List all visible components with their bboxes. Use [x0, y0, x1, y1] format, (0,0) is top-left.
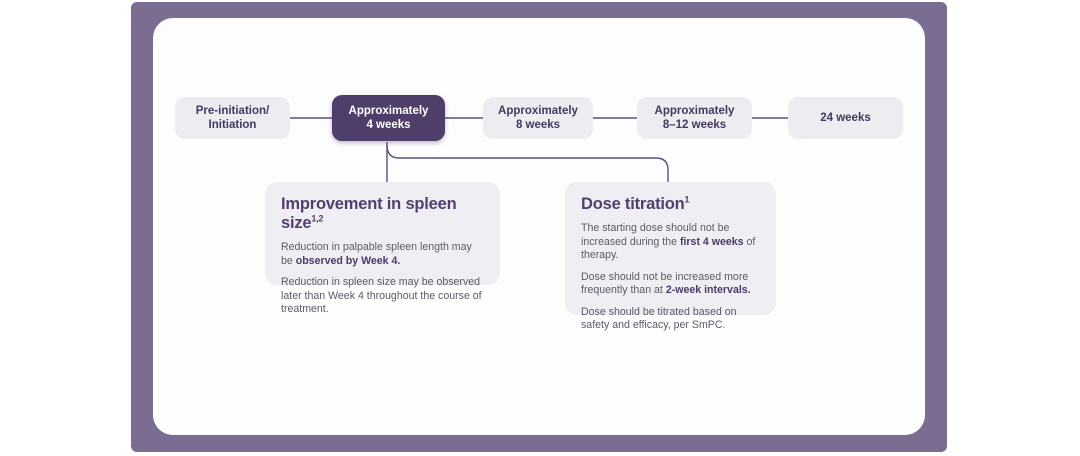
purple-frame: Pre-initiation/ Initiation Approximately… [131, 2, 947, 452]
dose-titration-paragraph-3: Dose should be titrated based on safety … [581, 305, 737, 332]
timeline-node-pre-initiation: Pre-initiation/ Initiation [175, 97, 290, 139]
dose-titration-paragraph-1: The starting dose should not be increase… [581, 222, 756, 261]
dose-titration-paragraph-2: Dose should not be increased more freque… [581, 270, 751, 297]
node-label-line: 8 weeks [515, 119, 561, 131]
title-superscript: 1,2 [311, 213, 324, 224]
node-label-line: Pre-initiation/ [195, 105, 270, 117]
node-label-line: Initiation [208, 119, 257, 131]
node-label-line: 24 weeks [820, 112, 871, 124]
node-label-line: Approximately [654, 105, 735, 117]
timeline-node-24-weeks: 24 weeks [788, 97, 903, 139]
title-superscript: 1 [684, 194, 690, 205]
node-label-line: Approximately [348, 105, 429, 117]
spleen-size-card: Improvement in spleen size1,2 Reduction … [265, 182, 500, 315]
dose-titration-card: Dose titration1 The starting dose should… [565, 182, 776, 331]
branch-elbow-line [386, 144, 669, 182]
node-label-line: 4 weeks [366, 119, 411, 131]
content-card: Pre-initiation/ Initiation Approximately… [153, 18, 925, 435]
timeline-node-approx-4-weeks: Approximately 4 weeks [332, 95, 445, 141]
node-label-line: 8–12 weeks [662, 119, 727, 131]
node-label-line: Approximately [498, 105, 578, 117]
timeline-node-approx-8-weeks: Approximately 8 weeks [483, 97, 593, 139]
spleen-size-paragraph-2: Reduction in spleen size may be observed… [281, 276, 482, 315]
spleen-size-paragraph-1: Reduction in palpable spleen length may … [281, 241, 472, 267]
timeline-node-approx-8-12-weeks: Approximately 8–12 weeks [637, 97, 752, 139]
spleen-size-card-title: Improvement in spleen size1,2 [281, 195, 457, 232]
dose-titration-card-title: Dose titration1 [581, 194, 690, 213]
